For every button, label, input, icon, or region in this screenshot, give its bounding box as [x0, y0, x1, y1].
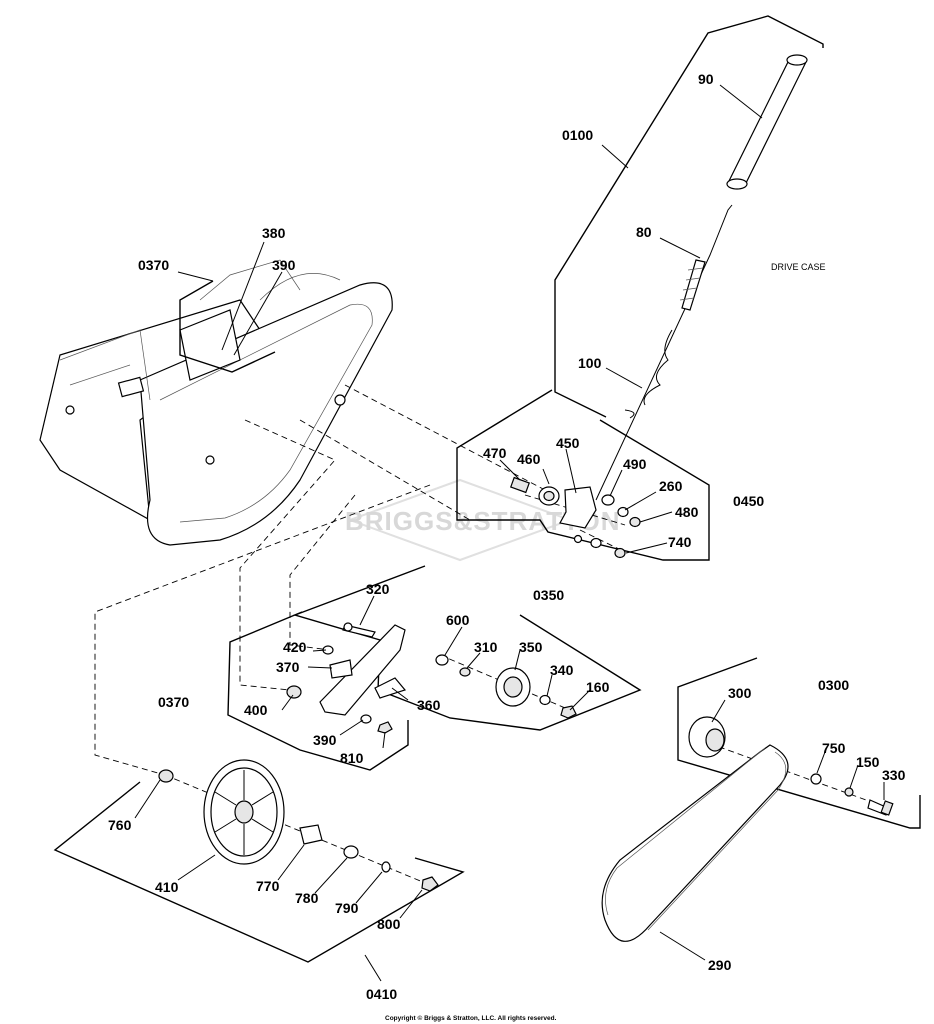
callout-0370-mid: 0370 — [158, 694, 189, 710]
callout-330: 330 — [882, 767, 906, 783]
callout-160: 160 — [586, 679, 610, 695]
callout-leaders — [134, 84, 885, 982]
callout-490: 490 — [623, 456, 647, 472]
callout-150: 150 — [856, 754, 880, 770]
callout-770: 770 — [256, 878, 280, 894]
callout-790: 790 — [335, 900, 359, 916]
callout-480: 480 — [675, 504, 699, 520]
callout-310: 310 — [474, 639, 498, 655]
callout-320: 320 — [366, 581, 390, 597]
auger-pulley-parts — [158, 759, 439, 892]
callout-390-top: 390 — [272, 257, 296, 273]
handle-tube — [726, 54, 808, 190]
tensioner-parts — [286, 622, 577, 734]
callout-800: 800 — [377, 916, 401, 932]
group-frame-0100 — [554, 15, 824, 418]
callout-400: 400 — [244, 702, 268, 718]
callout-780: 780 — [295, 890, 319, 906]
callout-labels: 90 0100 80 380 0370 390 100 470 460 450 … — [108, 71, 906, 1002]
callout-340: 340 — [550, 662, 574, 678]
callout-0350: 0350 — [533, 587, 564, 603]
callout-410: 410 — [155, 879, 179, 895]
group-frame-0450 — [456, 389, 710, 561]
callout-460: 460 — [517, 451, 541, 467]
group-frame-0370-mid — [227, 611, 409, 771]
callout-360: 360 — [417, 697, 441, 713]
group-frame-0370-top — [179, 280, 276, 373]
callout-0300: 0300 — [818, 677, 849, 693]
callout-0370-top: 0370 — [138, 257, 169, 273]
drive-case-housing — [39, 259, 393, 546]
callout-750: 750 — [822, 740, 846, 756]
callout-0450: 0450 — [733, 493, 764, 509]
group-frame-0410 — [53, 781, 465, 963]
callout-90: 90 — [698, 71, 714, 87]
callout-450: 450 — [556, 435, 580, 451]
diagram-title: DRIVE CASE — [771, 262, 826, 272]
callout-420: 420 — [283, 639, 307, 655]
callout-0100: 0100 — [562, 127, 593, 143]
callout-300: 300 — [728, 685, 752, 701]
control-rod — [595, 204, 733, 501]
callout-370: 370 — [276, 659, 300, 675]
callout-390-mid: 390 — [313, 732, 337, 748]
callout-470: 470 — [483, 445, 507, 461]
callout-260: 260 — [659, 478, 683, 494]
group-frame-0350 — [292, 565, 642, 731]
callout-0410: 0410 — [366, 986, 397, 1002]
copyright-notice: Copyright © Briggs & Stratton, LLC. All … — [385, 1014, 557, 1022]
idler-assembly-parts — [510, 476, 641, 559]
callout-760: 760 — [108, 817, 132, 833]
callout-80: 80 — [636, 224, 652, 240]
group-frame-0300 — [677, 657, 921, 829]
callout-810: 810 — [340, 750, 364, 766]
callout-290: 290 — [708, 957, 732, 973]
callout-740: 740 — [668, 534, 692, 550]
callout-380: 380 — [262, 225, 286, 241]
engine-pulley-parts — [688, 716, 894, 816]
callout-350: 350 — [519, 639, 543, 655]
drive-belt — [601, 744, 789, 942]
callout-600: 600 — [446, 612, 470, 628]
callout-100: 100 — [578, 355, 602, 371]
